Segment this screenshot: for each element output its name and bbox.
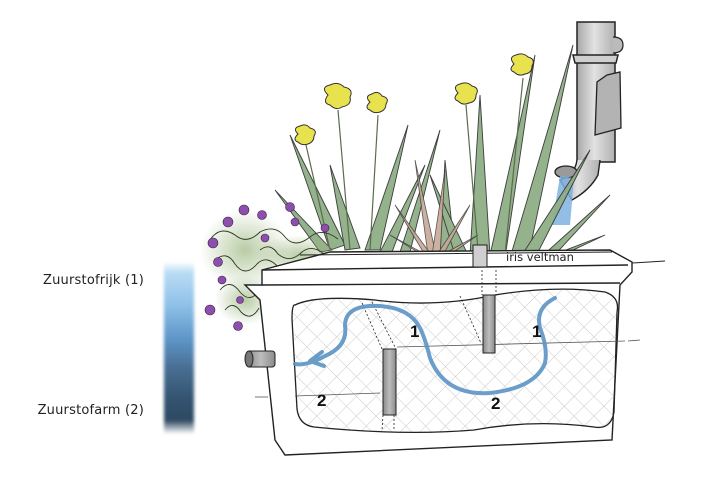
- yellow-flowers: [294, 53, 534, 146]
- divider-post-right: [459, 244, 497, 354]
- zone-label-lower-middle: 2: [491, 394, 501, 413]
- water-reservoir: [255, 288, 641, 434]
- divider-posts: [361, 244, 497, 431]
- zone-label-upper-left: 1: [410, 322, 420, 341]
- flower: [294, 124, 316, 146]
- zone-label-upper-right: 1: [532, 322, 542, 341]
- legend-label-oxygen-rich: Zuurstofrijk (1): [43, 273, 144, 288]
- flower: [324, 82, 352, 110]
- legend-label-oxygen-poor: Zuurstofarm (2): [37, 403, 144, 418]
- overflow-outlet: [244, 350, 276, 368]
- water-flow-arrow: [293, 296, 557, 396]
- oxygen-gradient-bar: [164, 262, 194, 434]
- zone-label-lower-left: 2: [317, 391, 327, 410]
- flower: [454, 82, 478, 105]
- cordyline-plant: [389, 159, 479, 259]
- flower: [366, 91, 388, 114]
- artist-credit: iris veltman: [506, 250, 574, 264]
- flower: [510, 53, 534, 76]
- divider-post-left: [361, 301, 397, 431]
